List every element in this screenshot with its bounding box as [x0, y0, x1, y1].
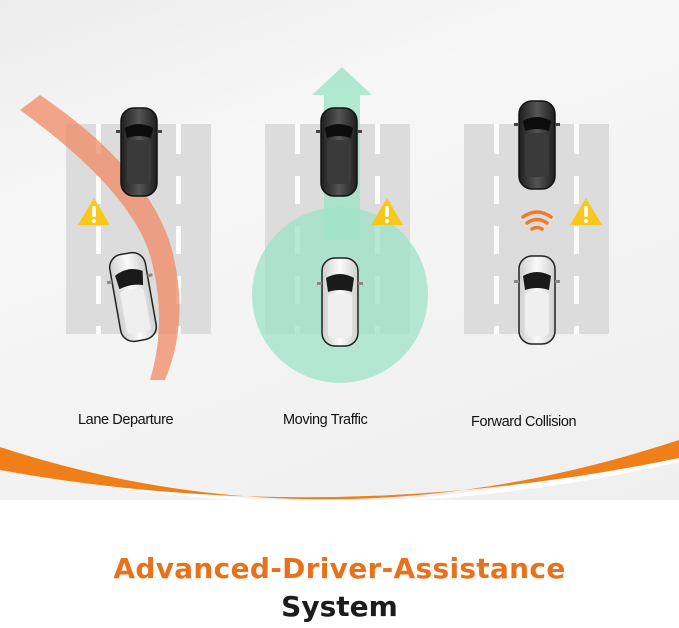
feature-label-moving-traffic: Moving Traffic — [283, 412, 368, 428]
forward-collision-scene — [464, 100, 609, 345]
headline-title: Advanced-Driver-Assistance — [113, 552, 566, 585]
signal-waves-icon — [521, 210, 553, 231]
lane-departure-scene — [20, 95, 211, 380]
orange-swoosh-divider — [0, 440, 679, 500]
feature-label-lane-departure: Lane Departure — [78, 412, 174, 428]
headline-subtitle: System — [281, 590, 398, 623]
feature-label-forward-collision: Forward Collision — [471, 414, 577, 430]
moving-traffic-scene — [252, 67, 428, 383]
